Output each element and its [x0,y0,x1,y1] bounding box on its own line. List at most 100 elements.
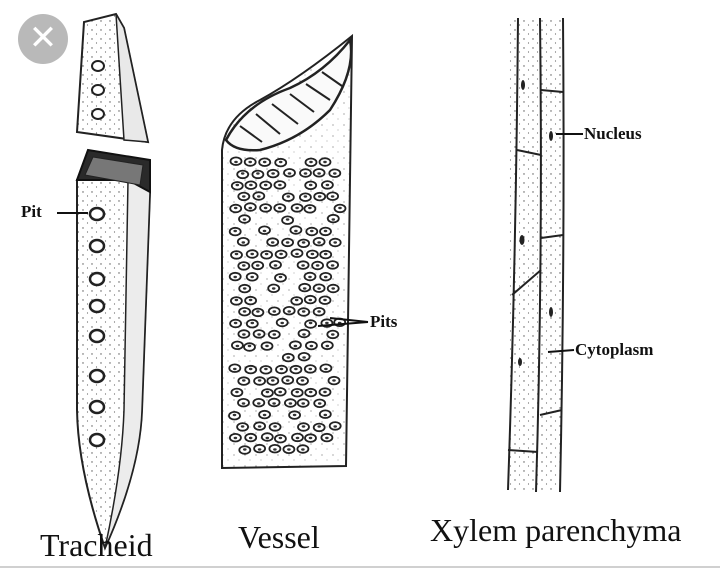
vessel-pit-aperture [317,241,321,244]
vessel-pit-aperture [317,310,321,313]
tracheid-top-pits [91,60,105,120]
vessel-pit-aperture [270,241,275,244]
vessel-pit-aperture [242,333,246,336]
vessel-pit-aperture [323,390,327,394]
vessel-pit-aperture [308,298,313,302]
vessel-pit-aperture [272,402,276,405]
vessel-pit-aperture [332,379,336,382]
vessel-pit-aperture [309,160,313,164]
vessel-pit-aperture [287,448,291,451]
vessel-pit-aperture [301,241,306,244]
vessel-pit-aperture [278,206,282,210]
vessel-pit-aperture [263,206,268,210]
vessel-pit-aperture [257,195,261,198]
pit-label: Pit [21,202,42,221]
vessel-pit-aperture [265,436,270,440]
tracheid-pits [88,206,106,448]
vessel-pit-aperture [257,448,262,451]
vessel-pit-aperture [302,356,306,359]
vessel-pit-aperture [232,413,237,417]
pits-pointer-2 [329,317,369,323]
vessel-pit-aperture [333,172,337,175]
vessel-pit-aperture [263,183,268,187]
vessel-pit-aperture [262,413,267,417]
vessel-pit-aperture [288,402,293,405]
vessel-pit-aperture [301,402,306,405]
tracheid-caption: Tracheid [40,527,153,563]
close-button[interactable]: ✕ [18,14,68,64]
vessel-pit-aperture [265,344,269,348]
vessel-pit-aperture [325,321,329,325]
vessel-pit-aperture [273,448,277,451]
vessel-pit-aperture [257,402,261,405]
vessel-pit-aperture [323,298,327,302]
vessel-pit-aperture [250,252,254,256]
vessel-pit-aperture [301,264,305,267]
nuclei [518,80,553,366]
vessel-pit-aperture [308,183,313,187]
vessel-pit-aperture [242,264,246,267]
vessel-pit-aperture [233,275,237,279]
vessel-pit-aperture [278,390,283,394]
vessel-pit-aperture [247,344,252,348]
vessel-pit-aperture [279,367,284,371]
vessel-pit-aperture [265,390,270,394]
vessel-pit-aperture [242,218,247,221]
pits-pointer-1 [317,321,369,327]
vessel-pit-aperture [248,160,252,164]
vessel-pit-aperture [315,264,320,267]
pits-label: Pits [370,312,398,331]
vessel-pit-aperture [248,367,253,371]
vessel-pit-aperture [233,229,237,233]
vessel-pit-aperture [308,436,313,440]
vessel-pit-aperture [324,367,328,371]
vessel-pit-aperture [325,344,330,348]
vessel-pit-aperture [248,206,253,210]
vessel-pit-aperture [262,160,267,164]
vessel-pit-aperture [240,172,245,175]
vessel-pit-aperture [308,321,313,325]
vessel-pit-aperture [301,448,305,451]
vessel-pit-aperture [271,172,275,175]
perforation-bars [239,71,343,143]
vessel-pit-aperture [257,425,262,428]
vessel-pit-aperture [303,195,308,198]
vessel-pit-aperture [248,298,253,302]
vessel-pit-aperture [317,172,321,175]
vessel-pit-aperture [295,436,300,440]
cytoplasm-pointer [547,349,575,353]
vessel-pit-aperture [250,275,254,279]
nucleus-label: Nucleus [584,124,642,143]
vessel-pit-aperture [301,425,306,428]
vessel-pit-aperture [301,310,306,313]
vessel-pit-aperture [233,206,238,210]
vessel-pit-aperture [273,425,277,428]
vessel-pit-aperture [323,160,327,164]
vessel-pit-aperture [317,402,322,405]
vessel-pit-aperture [242,379,246,382]
vessel-pit-aperture [323,229,328,233]
vessel-pit-aperture [308,206,312,210]
vessel-pit-aperture [293,344,298,348]
vessel-caption: Vessel [238,519,320,555]
vessel-pit-aperture [286,356,291,359]
vessel-pit-aperture [330,264,335,267]
close-icon: ✕ [28,18,58,58]
vessel-pit-aperture [240,425,245,428]
vessel-pit-aperture [243,448,247,451]
vessel-pit-aperture [285,379,290,382]
vessel-pits [228,156,347,455]
vessel-pit-aperture [331,218,336,221]
xylem-parenchyma-figure [507,17,583,493]
vessel-pit-aperture [257,379,262,382]
vessel-pit-aperture [233,367,237,371]
vessel-pit-aperture [300,379,305,382]
vessel-pit-aperture [317,287,321,290]
vessel-pit-aperture [317,425,322,428]
vessel-pit-aperture [302,333,306,336]
vessel-pit-aperture [294,367,298,371]
vessel-pit-aperture [325,183,330,187]
vessel-pit-aperture [242,310,247,313]
vessel-pit-aperture [278,160,283,164]
